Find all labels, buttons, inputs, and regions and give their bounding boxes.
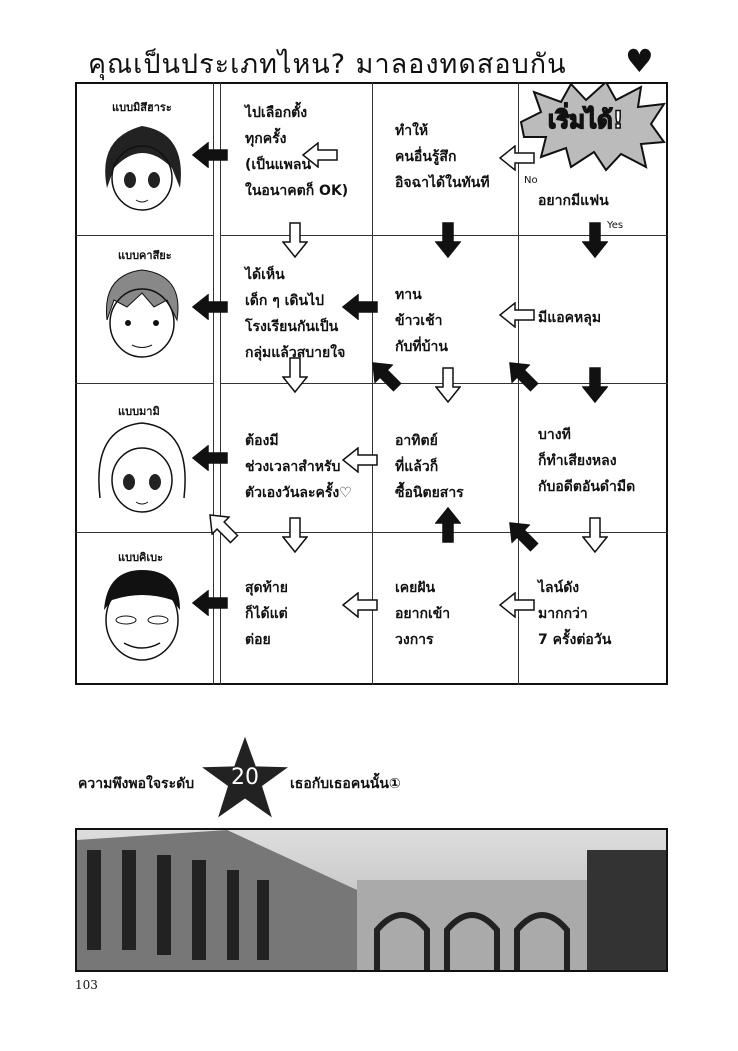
question-cell: ไปเลือกตั้งทุกครั้ง (เป็นแพลนในอนาคตก็ OK…: [245, 100, 348, 204]
kazuya-face-icon: [105, 269, 179, 358]
mami-face-icon: [98, 422, 186, 513]
black-arrow-icon: [509, 522, 539, 552]
cell-line: ซื้อนิตยสาร: [395, 485, 464, 501]
type-label: แบบมามิ: [118, 405, 160, 418]
cell-line: ไลน์ดัง: [538, 580, 580, 596]
white-arrow-icon: [342, 592, 378, 618]
cell-line: กลุ่มแล้วสบายใจ: [245, 345, 346, 361]
building-illustration-drawing: [77, 830, 666, 970]
divider: [213, 82, 214, 685]
mizuhara-face-icon: [105, 126, 181, 211]
black-arrow-icon: [435, 222, 461, 258]
cell-line: อยากเข้า: [395, 606, 451, 622]
divider: [75, 383, 213, 384]
cell-line: ในอนาคตก็ OK): [245, 183, 349, 199]
cell-line: มีแอคหลุม: [538, 310, 602, 326]
cell-line: ทำให้: [395, 123, 429, 139]
black-arrow-icon: [192, 590, 228, 616]
white-arrow-icon: [342, 447, 378, 473]
cell-line: 7 ครั้งต่อวัน: [538, 632, 612, 648]
black-arrow-icon: [342, 294, 378, 320]
cell-line: บางที: [538, 427, 571, 443]
chapter-title: เธอกับเธอคนนั้น①: [290, 776, 401, 792]
cell-line: วงการ: [395, 632, 434, 648]
white-arrow-icon: [209, 514, 239, 544]
yes-label: Yes: [607, 220, 624, 231]
cell-line: ที่แล้วก็: [395, 459, 439, 475]
black-arrow-icon: [372, 362, 402, 392]
black-arrow-icon: [192, 294, 228, 320]
cell-line: ก็ได้แต่: [245, 606, 288, 622]
black-arrow-icon: [192, 445, 228, 471]
cell-line: ข้าวเช้า: [395, 313, 443, 329]
cell-line: อิจฉาได้ในทันที: [395, 175, 490, 191]
cell-line: ทาน: [395, 287, 422, 303]
black-arrow-icon: [582, 367, 608, 403]
black-arrow-icon: [509, 362, 539, 392]
cell-line: ได้เห็น: [245, 267, 285, 283]
black-arrow-icon: [435, 507, 461, 543]
cell-line: ต้องมี: [245, 433, 279, 449]
cell-line: เคยฝัน: [395, 580, 436, 596]
white-arrow-icon: [499, 592, 535, 618]
divider: [75, 235, 213, 236]
start-burst-icon: [519, 82, 666, 172]
question-cell: มีแอคหลุม: [538, 305, 601, 331]
white-arrow-icon: [282, 357, 308, 393]
cell-line: (เป็นแพลน: [245, 157, 312, 173]
question-cell: อาทิตย์ที่แล้วก็ซื้อนิตยสาร: [395, 428, 464, 506]
type-label: แบบมิสึฮาระ: [112, 101, 172, 114]
no-label: No: [524, 175, 538, 186]
question-cell: ทำให้คนอื่นรู้สึกอิจฉาได้ในทันที: [395, 118, 490, 196]
divider: [75, 532, 213, 533]
chapter-prefix: ความพึงพอใจระดับ: [78, 776, 195, 792]
question-cell: ต้องมีช่วงเวลาสำหรับตัวเองวันละครั้ง♡: [245, 428, 352, 506]
question-cell: ทานข้าวเช้ากับที่บ้าน: [395, 282, 448, 360]
cell-line: อาทิตย์: [395, 433, 438, 449]
kibe-face-icon: [104, 570, 180, 661]
white-arrow-icon: [282, 222, 308, 258]
building-illustration: [75, 828, 668, 972]
star-icon: [202, 736, 288, 818]
question-cell: ได้เห็นเด็ก ๆ เดินไปโรงเรียนกันเป็นกลุ่ม…: [245, 262, 345, 366]
black-arrow-icon: [192, 142, 228, 168]
cell-line: ตัวเองวันละครั้ง♡: [245, 485, 352, 501]
cell-line: โรงเรียนกันเป็น: [245, 319, 339, 335]
white-arrow-icon: [499, 145, 535, 171]
cell-line: ทุกครั้ง: [245, 131, 287, 147]
cell-line: ก็ทำเสียงหลง: [538, 453, 617, 469]
cell-line: มากกว่า: [538, 606, 588, 622]
cell-line: สุดท้าย: [245, 580, 288, 596]
type-label: แบบคิเบะ: [118, 551, 164, 564]
white-arrow-icon: [582, 517, 608, 553]
question-cell: อยากมีแฟน: [538, 188, 609, 214]
white-arrow-icon: [435, 367, 461, 403]
white-arrow-icon: [282, 517, 308, 553]
cell-line: คนอื่นรู้สึก: [395, 149, 457, 165]
page-number: 103: [75, 978, 98, 992]
white-arrow-icon: [499, 302, 535, 328]
page-title: คุณเป็นประเภทไหน? มาลองทดสอบกัน: [88, 49, 567, 80]
heart-icon: ♥: [625, 42, 654, 80]
chapter-number: 20: [231, 765, 259, 790]
start-label: เริ่มได้!: [547, 105, 624, 135]
question-cell: ไลน์ดังมากกว่า 7 ครั้งต่อวัน: [538, 575, 611, 653]
type-label: แบบคาสึยะ: [118, 249, 172, 262]
cell-line: ไปเลือกตั้ง: [245, 105, 308, 121]
cell-line: อยากมีแฟน: [538, 193, 609, 209]
question-cell: บางทีก็ทำเสียงหลงกับอดีตอันดำมืด: [538, 422, 635, 500]
black-arrow-icon: [582, 222, 608, 258]
white-arrow-icon: [302, 142, 338, 168]
question-cell: สุดท้ายก็ได้แต่ต่อย: [245, 575, 288, 653]
question-cell: เคยฝันอยากเข้าวงการ: [395, 575, 450, 653]
cell-line: ต่อย: [245, 632, 271, 648]
cell-line: ช่วงเวลาสำหรับ: [245, 459, 341, 475]
cell-line: กับอดีตอันดำมืด: [538, 479, 636, 495]
cell-line: กับที่บ้าน: [395, 339, 448, 355]
cell-line: เด็ก ๆ เดินไป: [245, 293, 324, 309]
